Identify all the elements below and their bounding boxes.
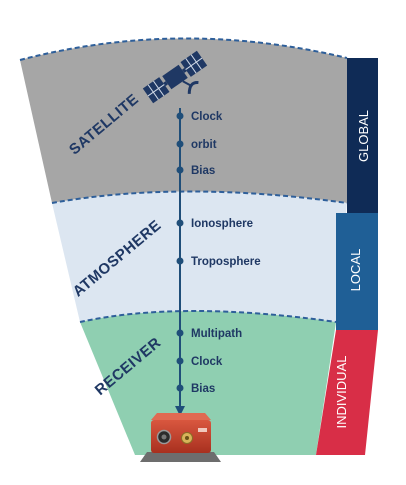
item-dot [176, 384, 184, 392]
item-atmosphere-troposphere: Troposphere [176, 256, 261, 268]
item-receiver-clock: Clock [176, 356, 223, 368]
item-receiver-multipath: Multipath [176, 328, 242, 340]
item-label: Clock [191, 356, 223, 368]
scope-label-individual: INDIVIDUAL [334, 356, 349, 429]
item-dot [176, 112, 184, 120]
item-dot [176, 357, 184, 365]
item-satellite-orbit: orbit [176, 139, 217, 151]
item-label: Troposphere [191, 256, 261, 268]
item-dot [176, 257, 184, 265]
item-satellite-bias: Bias [176, 165, 215, 177]
satellite-atmosphere-boundary [51, 190, 348, 204]
scope-bar-global: GLOBAL [347, 58, 378, 213]
item-dot [176, 219, 184, 227]
satellite-band [20, 38, 347, 203]
signal-arrowhead [175, 406, 185, 416]
receiver-band [80, 311, 336, 455]
item-dot [176, 329, 184, 337]
satellite-icon [142, 50, 208, 104]
scope-bar-local: LOCAL [336, 213, 378, 330]
item-receiver-bias: Bias [176, 383, 215, 395]
item-dot [176, 166, 184, 174]
item-label: Bias [191, 165, 215, 177]
atmosphere-band [52, 191, 347, 322]
scope-label-global: GLOBAL [356, 110, 371, 162]
scope-bar-individual: INDIVIDUAL [316, 330, 378, 455]
item-label: Ionosphere [191, 218, 253, 230]
item-satellite-clock: Clock [176, 111, 223, 123]
item-atmosphere-ionosphere: Ionosphere [176, 218, 253, 230]
scope-label-local: LOCAL [348, 249, 363, 292]
gnss-receiver-device-icon [140, 413, 221, 462]
item-label: orbit [191, 139, 217, 151]
atmosphere-receiver-boundary [79, 310, 337, 323]
item-label: Clock [191, 111, 223, 123]
top-boundary [19, 37, 348, 61]
item-dot [176, 140, 184, 148]
item-label: Multipath [191, 328, 242, 340]
item-label: Bias [191, 383, 215, 395]
